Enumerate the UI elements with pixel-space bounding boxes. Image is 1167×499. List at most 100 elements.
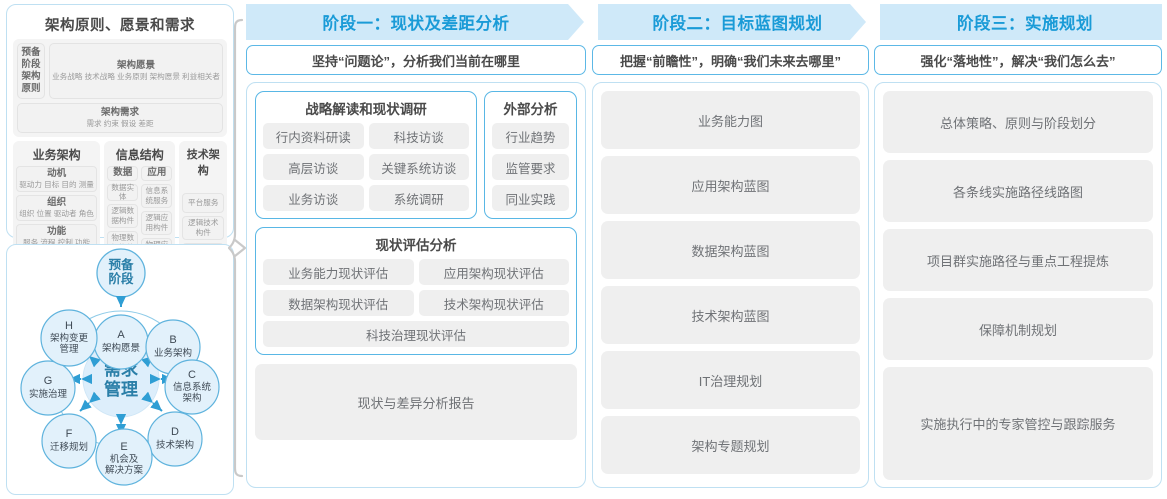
adm-node-prep-line1: 预备 (108, 257, 134, 272)
chip-row: 行内资料研读 科技访谈 (263, 123, 469, 149)
phase-2: 阶段二：目标蓝图规划 把握“前瞻性”，明确“我们未来去哪里” 业务能力图 应用架… (592, 4, 869, 488)
information-subcolumns: 数据 数据实体 逻辑数据构件 物理数据构件 应用 (107, 165, 173, 262)
data-item: 数据实体 (107, 182, 139, 201)
data-item-label: 数据实体 (111, 182, 135, 201)
current-state-assessment-title: 现状评估分析 (375, 238, 457, 253)
chip-item[interactable]: 行内资料研读 (263, 123, 364, 149)
organization-items: 组织 位置 驱动者 角色 (19, 208, 94, 218)
chip-item[interactable]: 科技治理现状评估 (263, 321, 569, 347)
adm-center-line2: 管理 (104, 379, 138, 399)
adm-node-a[interactable] (93, 314, 149, 370)
adm-node-c-label2: 架构 (182, 392, 201, 404)
technology-item-label: 逻辑技术构件 (188, 218, 219, 237)
phase-2-item[interactable]: 数据架构蓝图 (601, 221, 860, 279)
prep-phase-box: 预备阶段 架构原则 (17, 43, 46, 99)
adm-node-d[interactable] (147, 411, 203, 467)
phase-3: 阶段三：实施规划 强化“落地性”，解决“我们怎么去” 总体策略、原则与阶段划分 … (874, 4, 1162, 488)
adm-node-f-key: F (66, 428, 73, 440)
adm-node-a-key: A (117, 329, 125, 341)
phase-2-item[interactable]: IT治理规划 (601, 351, 860, 409)
phase-3-item[interactable]: 总体策略、原则与阶段划分 (883, 91, 1153, 153)
adm-node-a-label: 架构愿景 (102, 342, 140, 354)
grouping-bracket (228, 18, 247, 478)
chip-item[interactable]: 科技访谈 (368, 123, 469, 149)
chip-row: 高层访谈 关键系统访谈 (263, 154, 469, 180)
chip-item[interactable]: 关键系统访谈 (368, 154, 469, 180)
adm-node-c-key: C (188, 369, 196, 381)
chip-item[interactable]: 系统调研 (368, 185, 469, 211)
phase-3-item[interactable]: 各条线实施路径线路图 (883, 160, 1153, 222)
togaf-panel-title: 架构原则、愿景和需求 (45, 18, 195, 34)
left-column: 架构原则、愿景和需求 预备阶段 架构原则 架构愿景 业务战略 技术战略 业务原则… (6, 4, 234, 495)
chip-item[interactable]: 监管要求 (492, 154, 569, 180)
chip-row: 业务访谈 系统调研 (263, 185, 469, 211)
phase-1-body: 战略解读和现状调研 行内资料研读 科技访谈 高层访谈 关键系统访谈 业务访谈 系 (246, 82, 586, 488)
prep-phase-line1: 预备阶段 (21, 47, 41, 70)
chip-item[interactable]: 业务能力现状评估 (263, 259, 414, 285)
architecture-requirement-box: 架构需求 需求 约束 假设 差距 (17, 102, 223, 133)
chip-item[interactable]: 高层访谈 (263, 154, 364, 180)
application-head: 应用 (147, 167, 167, 179)
application-item: 逻辑应用构件 (141, 210, 173, 235)
phase-2-item[interactable]: 技术架构蓝图 (601, 286, 860, 344)
phase-2-item[interactable]: 业务能力图 (601, 91, 860, 149)
data-head-box: 数据 (107, 165, 139, 181)
adm-node-f-label: 迁移规划 (50, 441, 88, 453)
data-head: 数据 (113, 167, 133, 179)
phase-separator-chevron-2-icon (850, 4, 880, 40)
data-item: 逻辑数据构件 (107, 203, 139, 228)
phase-3-item[interactable]: 项目群实施路径与重点工程提炼 (883, 229, 1153, 291)
adm-node-e-key: E (120, 441, 127, 453)
chip-row: 业务能力现状评估 应用架构现状评估 (263, 259, 569, 285)
chip-item[interactable]: 应用架构现状评估 (418, 259, 569, 285)
chip-item[interactable]: 行业趋势 (492, 123, 569, 149)
architecture-vision-box: 架构愿景 业务战略 技术战略 业务原则 架构愿景 利益相关者 (49, 43, 223, 99)
phase-3-body: 总体策略、原则与阶段划分 各条线实施路径线路图 项目群实施路径与重点工程提炼 保… (874, 82, 1162, 488)
phase-1-header[interactable]: 阶段一：现状及差距分析 (246, 4, 586, 40)
adm-node-h-label1: 架构变更 (50, 332, 89, 344)
chip-item[interactable]: 同业实践 (492, 185, 569, 211)
external-analysis-chips: 行业趋势 监管要求 同业实践 (492, 123, 569, 211)
data-item-label: 逻辑数据构件 (111, 206, 135, 225)
business-architecture-groups: 动机 驱动力 目标 目的 测量 组织 组织 位置 驱动者 角色 功能 服务 流程… (16, 165, 98, 250)
phase-2-item[interactable]: 架构专题规划 (601, 416, 860, 474)
phase-1: 阶段一：现状及差距分析 坚持“问题论”，分析我们当前在哪里 战略解读和现状调研 … (246, 4, 586, 488)
adm-node-h-key: H (65, 320, 73, 332)
phase-2-header[interactable]: 阶段二：目标蓝图规划 (592, 4, 869, 40)
function-title: 功能 (47, 225, 67, 237)
motivation-box: 动机 驱动力 目标 目的 测量 (16, 165, 98, 192)
chip-row: 科技治理现状评估 (263, 321, 569, 347)
application-head-box: 应用 (141, 165, 173, 181)
adm-node-g[interactable] (20, 360, 76, 416)
phase-3-item[interactable]: 保障机制规划 (883, 298, 1153, 360)
adm-node-f[interactable] (41, 413, 97, 469)
adm-node-e-label2: 解决方案 (105, 464, 144, 476)
phase-3-subtitle: 强化“落地性”，解决“我们怎么去” (874, 45, 1162, 75)
strategy-research-card: 战略解读和现状调研 行内资料研读 科技访谈 高层访谈 关键系统访谈 业务访谈 系 (255, 91, 477, 219)
chip-item[interactable]: 业务访谈 (263, 185, 364, 211)
adm-node-h-label2: 管理 (59, 343, 79, 355)
organization-title: 组织 (47, 196, 67, 208)
architecture-vision-title: 架构愿景 (117, 59, 156, 71)
motivation-title: 动机 (47, 167, 67, 179)
technology-architecture-head: 技术架构 (186, 148, 220, 177)
chip-item[interactable]: 技术架构现状评估 (418, 290, 569, 316)
adm-node-d-label: 技术架构 (156, 439, 194, 451)
adm-node-d-key: D (171, 426, 179, 438)
adm-node-e-label1: 机会及 (110, 453, 139, 465)
function-items: 服务 流程 控制 功能 (23, 237, 91, 247)
adm-node-h[interactable] (40, 309, 98, 367)
adm-node-e[interactable] (95, 428, 153, 486)
strategy-research-chips: 行内资料研读 科技访谈 高层访谈 关键系统访谈 业务访谈 系统调研 (263, 123, 469, 211)
phase-2-items: 业务能力图 应用架构蓝图 数据架构蓝图 技术架构蓝图 IT治理规划 架构专题规划 (601, 91, 860, 474)
architecture-requirement-title: 架构需求 (100, 106, 139, 118)
phase-2-subtitle: 把握“前瞻性”，明确“我们未来去哪里” (592, 45, 869, 75)
adm-node-c[interactable] (164, 359, 220, 415)
application-item: 信息系统服务 (141, 183, 173, 208)
gap-analysis-report[interactable]: 现状与差异分析报告 (255, 364, 577, 440)
phase-3-header[interactable]: 阶段三：实施规划 (874, 4, 1162, 40)
adm-cycle-panel: 预备 阶段 需求 管理 (6, 244, 234, 495)
chip-item[interactable]: 数据架构现状评估 (263, 290, 414, 316)
phase-3-item[interactable]: 实施执行中的专家管控与跟踪服务 (883, 367, 1153, 480)
phase-2-item[interactable]: 应用架构蓝图 (601, 156, 860, 214)
